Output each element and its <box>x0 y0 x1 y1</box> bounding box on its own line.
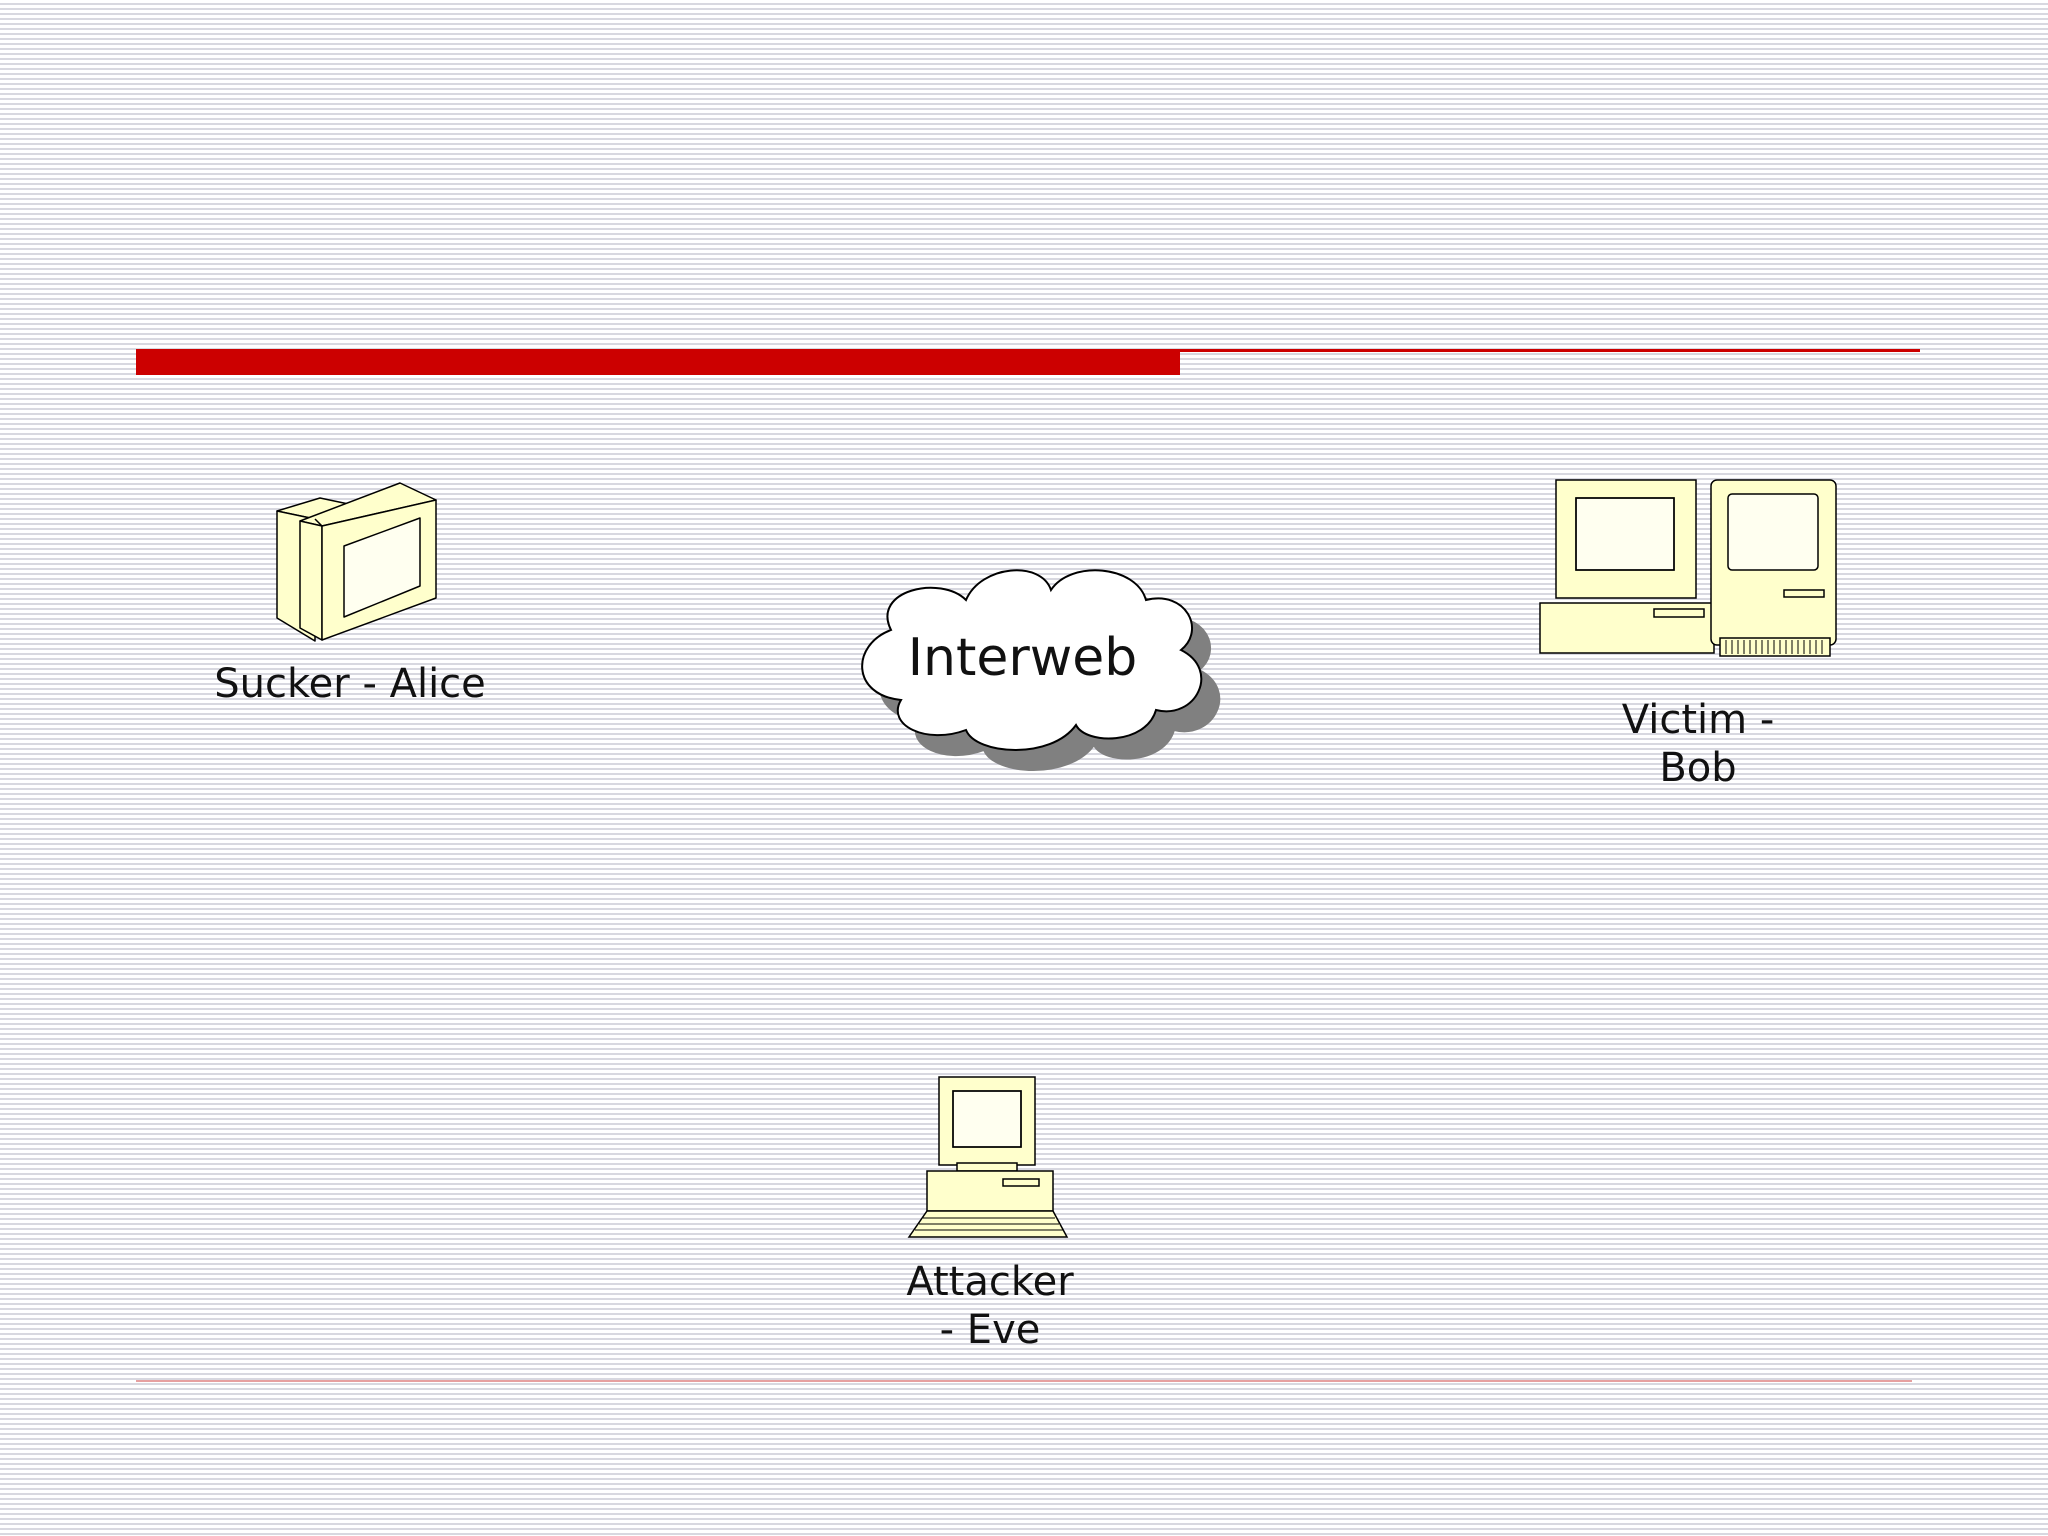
alice-label: Sucker - Alice <box>214 661 486 707</box>
computer-with-keyboard-icon <box>907 1076 1069 1238</box>
footer-rule <box>136 1380 1912 1382</box>
cloud-label: Interweb <box>907 628 1138 688</box>
bob-label: Victim - Bob <box>1621 697 1775 791</box>
title-rule-thin <box>1180 349 1920 352</box>
title-rule-thick <box>136 349 1180 375</box>
crt-monitor-icon <box>276 482 437 642</box>
eve-label: Attacker - Eve <box>906 1259 1074 1353</box>
desktop-computers-icon <box>1539 479 1837 657</box>
cloud-icon <box>861 569 1221 771</box>
